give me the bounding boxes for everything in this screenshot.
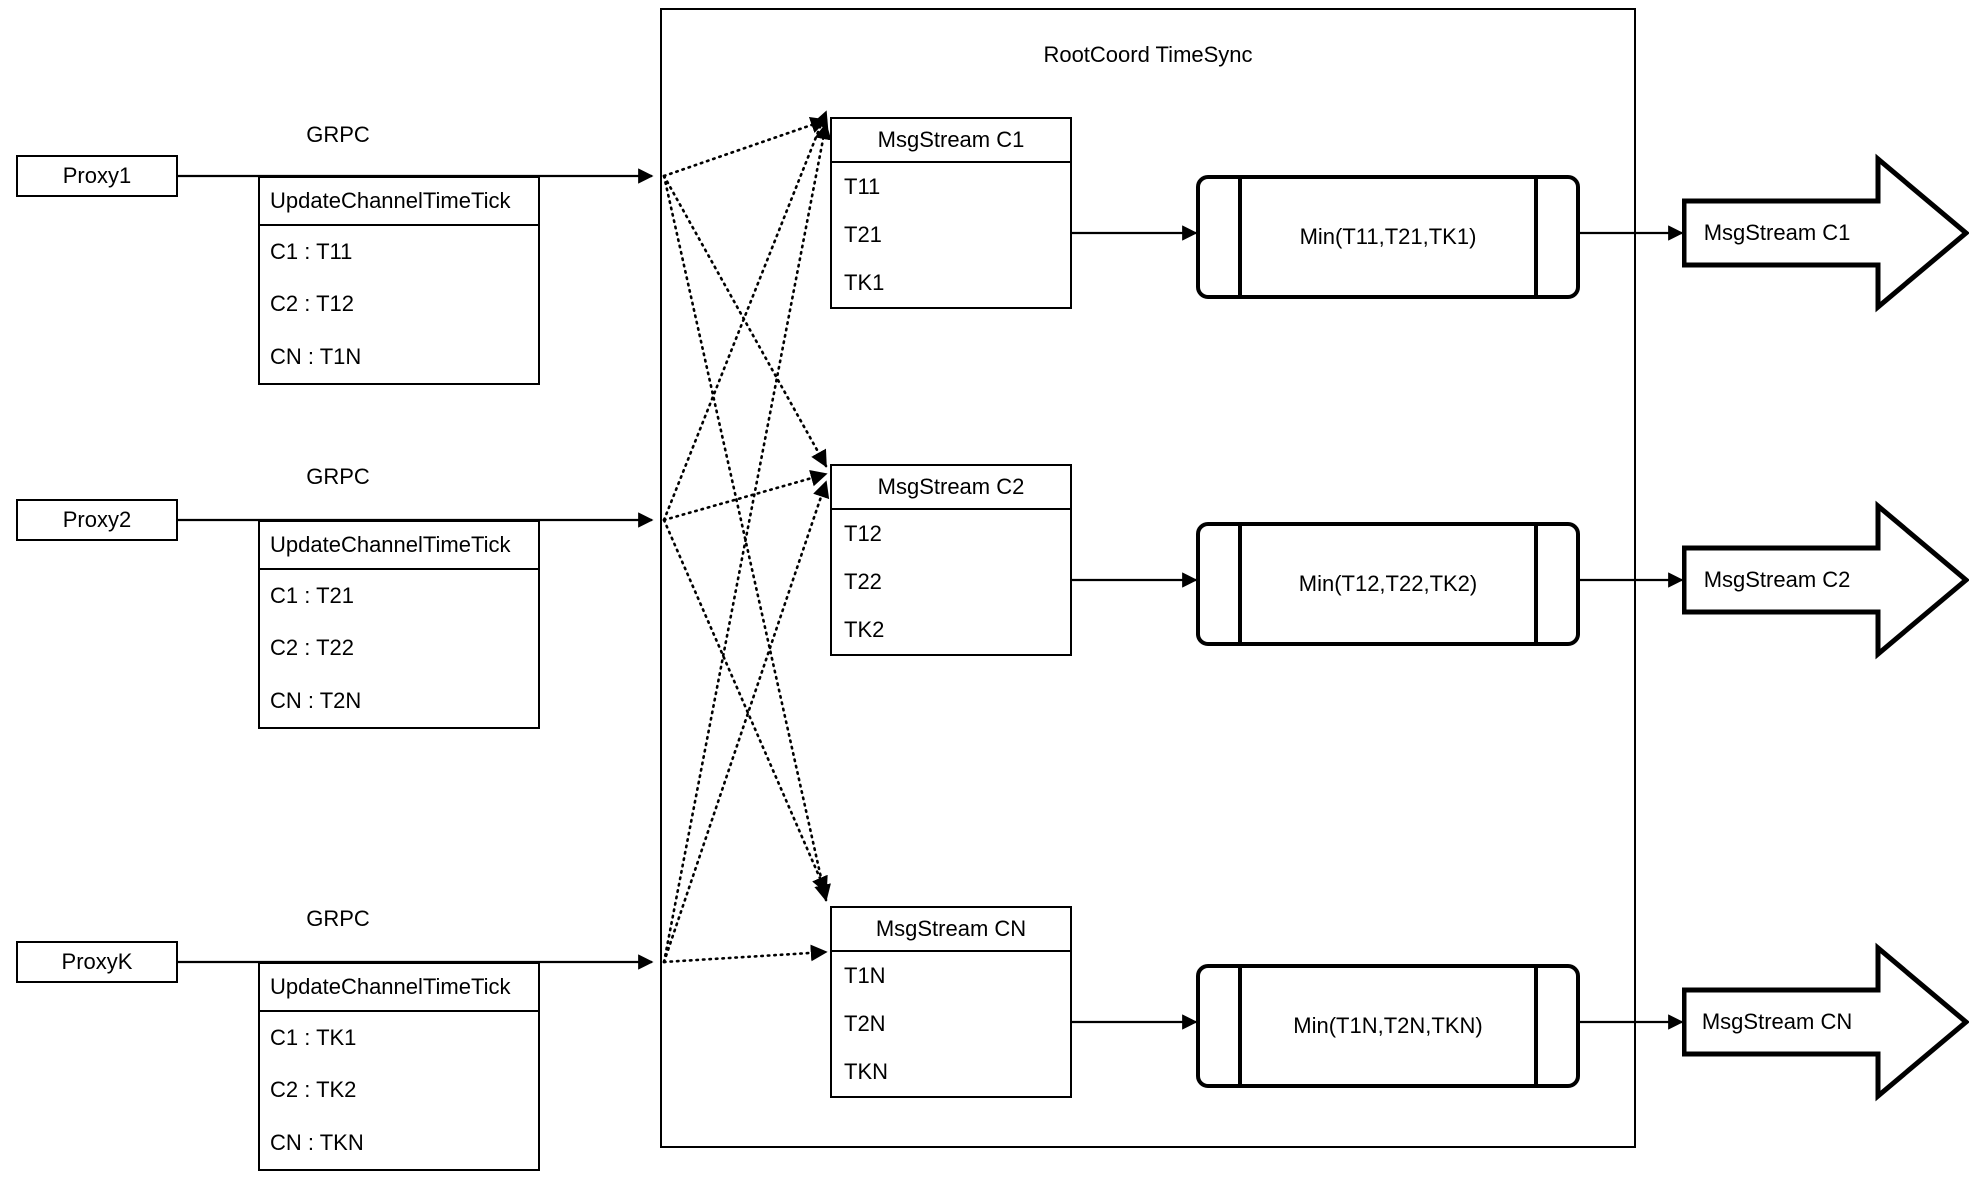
process-bar-left bbox=[1238, 178, 1242, 296]
msgstream-body: T12 T22 TK2 bbox=[832, 510, 1070, 654]
msgstream-tick: T1N bbox=[844, 963, 886, 988]
msgstream-body: T11 T21 TK1 bbox=[832, 163, 1070, 307]
rootcoord-timesync-container bbox=[660, 8, 1636, 1148]
msgstream-body: T1N T2N TKN bbox=[832, 952, 1070, 1096]
proxy-label: ProxyK bbox=[61, 949, 133, 974]
uct-row: C2 : T22 bbox=[270, 635, 354, 661]
uct-row: C2 : T12 bbox=[270, 291, 354, 317]
proxy-node-2[interactable]: Proxy2 bbox=[16, 499, 178, 541]
min-expression: Min(T1N,T2N,TKN) bbox=[1293, 1013, 1483, 1038]
msgstream-table-2: MsgStream C2 T12 T22 TK2 bbox=[830, 464, 1072, 656]
update-channel-time-tick-1: UpdateChannelTimeTick C1 : T11 C2 : T12 … bbox=[258, 176, 540, 385]
grpc-label-3: GRPC bbox=[306, 906, 370, 931]
uct-row: C1 : TK1 bbox=[270, 1025, 357, 1051]
uct-row: C1 : T21 bbox=[270, 583, 354, 609]
uct-row: CN : TKN bbox=[270, 1129, 364, 1155]
msgstream-tick: T11 bbox=[844, 174, 881, 199]
min-expression: Min(T12,T22,TK2) bbox=[1298, 571, 1478, 596]
output-stream-label: MsgStream C2 bbox=[1703, 567, 1851, 592]
grpc-label-2: GRPC bbox=[306, 464, 370, 489]
uct-header: UpdateChannelTimeTick bbox=[260, 522, 538, 570]
output-block-arrow-2: MsgStream C2 bbox=[1682, 500, 1969, 660]
msgstream-table-3: MsgStream CN T1N T2N TKN bbox=[830, 906, 1072, 1098]
process-bar-left bbox=[1238, 967, 1242, 1085]
msgstream-tick: TKN bbox=[844, 1059, 888, 1084]
uct-row: CN : T1N bbox=[270, 343, 362, 369]
msgstream-title: MsgStream C1 bbox=[832, 119, 1070, 163]
uct-header: UpdateChannelTimeTick bbox=[260, 964, 538, 1012]
output-block-arrow-1: MsgStream C1 bbox=[1682, 153, 1969, 313]
min-expression: Min(T11,T21,TK1) bbox=[1299, 224, 1477, 249]
output-block-arrow-3: MsgStream CN bbox=[1682, 942, 1969, 1102]
process-bar-right bbox=[1534, 178, 1538, 296]
msgstream-title: MsgStream CN bbox=[832, 908, 1070, 952]
msgstream-tick: TK2 bbox=[844, 617, 885, 642]
msgstream-tick: T2N bbox=[844, 1011, 886, 1036]
msgstream-tick: T21 bbox=[844, 222, 882, 247]
msgstream-tick: T22 bbox=[844, 569, 882, 594]
min-process-1: Min(T11,T21,TK1) bbox=[1196, 175, 1580, 299]
output-stream-label: MsgStream CN bbox=[1701, 1009, 1853, 1034]
msgstream-title: MsgStream C2 bbox=[832, 466, 1070, 510]
proxy-label: Proxy1 bbox=[62, 163, 132, 188]
msgstream-tick: T12 bbox=[844, 521, 882, 546]
uct-row: C2 : TK2 bbox=[270, 1077, 357, 1103]
grpc-label-1: GRPC bbox=[306, 122, 370, 147]
process-bar-right bbox=[1534, 967, 1538, 1085]
process-bar-left bbox=[1238, 525, 1242, 643]
uct-row: CN : T2N bbox=[270, 687, 362, 713]
update-channel-time-tick-2: UpdateChannelTimeTick C1 : T21 C2 : T22 … bbox=[258, 520, 540, 729]
proxy-label: Proxy2 bbox=[62, 507, 132, 532]
min-process-2: Min(T12,T22,TK2) bbox=[1196, 522, 1580, 646]
output-stream-label: MsgStream C1 bbox=[1703, 220, 1851, 245]
uct-body: C1 : T21 C2 : T22 CN : T2N bbox=[260, 570, 538, 727]
uct-header: UpdateChannelTimeTick bbox=[260, 178, 538, 226]
process-bar-right bbox=[1534, 525, 1538, 643]
min-process-3: Min(T1N,T2N,TKN) bbox=[1196, 964, 1580, 1088]
msgstream-tick: TK1 bbox=[844, 270, 885, 295]
proxy-node-1[interactable]: Proxy1 bbox=[16, 155, 178, 197]
msgstream-table-1: MsgStream C1 T11 T21 TK1 bbox=[830, 117, 1072, 309]
uct-row: C1 : T11 bbox=[270, 239, 353, 265]
uct-body: C1 : TK1 C2 : TK2 CN : TKN bbox=[260, 1012, 538, 1169]
uct-body: C1 : T11 C2 : T12 CN : T1N bbox=[260, 226, 538, 383]
container-title: RootCoord TimeSync bbox=[1043, 42, 1253, 67]
update-channel-time-tick-3: UpdateChannelTimeTick C1 : TK1 C2 : TK2 … bbox=[258, 962, 540, 1171]
proxy-node-3[interactable]: ProxyK bbox=[16, 941, 178, 983]
